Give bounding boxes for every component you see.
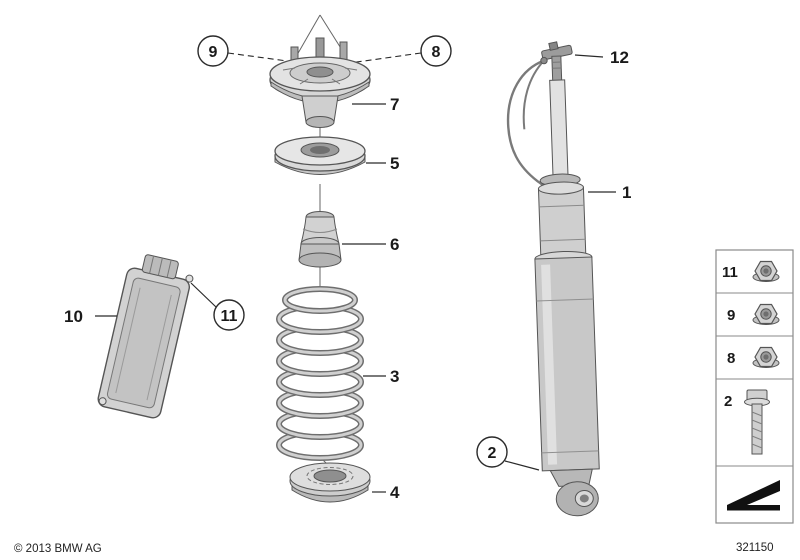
flange-bolt-icon xyxy=(744,389,770,455)
strut-support-mount xyxy=(269,37,371,128)
callout-5[interactable]: 5 xyxy=(390,154,399,173)
sidebar-item-2-label[interactable]: 2 xyxy=(724,393,732,410)
callout-2-label[interactable]: 2 xyxy=(488,445,497,462)
control-module xyxy=(97,254,194,419)
callout-11-label[interactable]: 11 xyxy=(221,308,238,325)
direction-of-travel-arrow-icon xyxy=(727,480,780,511)
callout-8-label[interactable]: 8 xyxy=(432,44,441,61)
callout-3[interactable]: 3 xyxy=(390,367,399,386)
sensor-cable xyxy=(506,59,549,192)
callout-9[interactable]: 9 xyxy=(197,35,229,67)
drawing-number-text: 321150 xyxy=(736,542,774,554)
coil-spring xyxy=(276,286,364,461)
sidebar-item-2[interactable]: 2 xyxy=(724,389,770,455)
lower-spring-pad xyxy=(289,462,371,503)
callout-1[interactable]: 1 xyxy=(622,183,631,202)
callout-9-label[interactable]: 9 xyxy=(209,44,218,61)
fastener-sidebar: 11 9 8 2 xyxy=(715,249,794,524)
sidebar-item-9-label[interactable]: 9 xyxy=(727,307,735,324)
sidebar-item-9[interactable]: 9 xyxy=(727,303,780,326)
leader-lines xyxy=(95,54,616,493)
upper-spring-pad xyxy=(274,136,366,175)
callout-8[interactable]: 8 xyxy=(420,35,452,67)
callout-4[interactable]: 4 xyxy=(390,483,400,502)
callout-12[interactable]: 12 xyxy=(610,48,629,67)
callout-10[interactable]: 10 xyxy=(64,307,83,326)
callout-7[interactable]: 7 xyxy=(390,95,399,114)
copyright-text: © 2013 BMW AG xyxy=(14,543,102,555)
callout-11[interactable]: 11 xyxy=(213,299,245,331)
rear-shock-absorber xyxy=(506,55,600,517)
sidebar-item-8-label[interactable]: 8 xyxy=(727,350,735,367)
callout-2[interactable]: 2 xyxy=(476,436,508,468)
cable-clip xyxy=(541,41,573,61)
callout-6[interactable]: 6 xyxy=(390,235,399,254)
sidebar-item-8[interactable]: 8 xyxy=(727,346,780,369)
bump-stop xyxy=(298,211,342,268)
sidebar-item-11[interactable]: 11 xyxy=(722,260,780,283)
sidebar-item-11-label[interactable]: 11 xyxy=(722,264,738,281)
